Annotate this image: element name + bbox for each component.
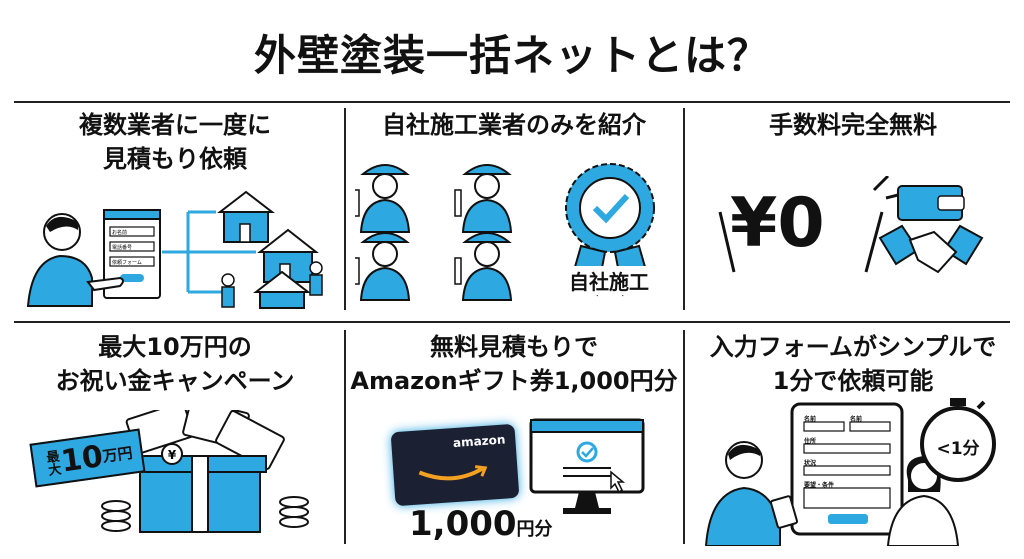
feature-amazon-gift: 無料見積もりで Amazonギフト券1,000円分 amazon 1,000円分 <box>349 324 679 549</box>
row-divider-top <box>14 101 1010 103</box>
feature-own-construction: 自社施工業者のみを紹介 <box>349 104 679 319</box>
form-label: 住所 <box>804 438 817 445</box>
feature-title-line: 入力フォームがシンプルで <box>709 333 997 361</box>
form-label: 名前 <box>804 416 817 423</box>
column-divider-top-left <box>344 108 346 310</box>
cursor-icon <box>610 470 626 494</box>
yen-coin-icon: ¥ <box>161 443 183 465</box>
feature-bulk-quote: 複数業者に一度に 見積もり依頼 お名前 電話番号 依頼フォーム <box>10 104 340 319</box>
feature-title: 複数業者に一度に 見積もり依頼 <box>10 108 340 176</box>
tag-unit: 万円 <box>101 443 134 466</box>
person-icon <box>26 213 93 307</box>
feature-title: 入力フォームがシンプルで 1分で依頼可能 <box>688 330 1018 398</box>
feature-title: 無料見積もりで Amazonギフト券1,000円分 <box>349 330 679 398</box>
feature-title-line: 最大10万円の <box>98 333 252 361</box>
feature-cashback-campaign: 最大10万円の お祝い金キャンペーン ¥ 最大 10 万円 <box>10 324 340 549</box>
house-icon <box>217 190 275 243</box>
stopwatch-icon <box>920 398 996 482</box>
zero-price-text: ¥0 <box>730 184 825 263</box>
badge-label: 自社施工 <box>559 266 659 295</box>
handshake-icon <box>878 224 984 274</box>
monitor-icon <box>529 418 645 514</box>
feature-title-line: Amazonギフト券1,000円分 <box>350 367 678 395</box>
handshake-wallet-illustration <box>878 185 984 274</box>
feature-title-line: 見積もり依頼 <box>103 145 247 173</box>
feature-title-line: 手数料完全無料 <box>769 111 937 139</box>
banknote-icon <box>125 410 285 470</box>
painter-icon <box>355 164 411 233</box>
gift-money-illustration: ¥ <box>101 410 309 533</box>
house-icon <box>257 228 319 283</box>
gift-amount-number: 1,000 <box>409 504 517 544</box>
feature-title: 手数料完全無料 <box>688 108 1018 142</box>
feature-no-fee: 手数料完全無料 ¥0 <box>688 104 1018 319</box>
timer-label: <1分 <box>936 439 980 459</box>
emphasis-marks <box>718 176 903 273</box>
check-icon <box>592 193 630 224</box>
man-icon <box>704 441 798 546</box>
gift-card: amazon <box>390 423 520 507</box>
simple-form-illustration <box>704 398 996 546</box>
gift-card-brand: amazon <box>452 432 506 451</box>
form-label: 状況 <box>804 460 817 467</box>
gift-box-icon <box>133 455 267 533</box>
feature-title-line: 無料見積もりで <box>430 333 598 361</box>
column-divider-top-right <box>683 108 685 310</box>
worker-icon <box>309 261 323 296</box>
form-label: 依頼フォーム <box>112 259 142 266</box>
tablet-icon <box>790 402 904 536</box>
page-title: 外壁塗装一括ネットとは？ <box>253 31 770 80</box>
form-label: 名前 <box>850 416 863 423</box>
coin-stack-icon <box>101 496 309 532</box>
tag-amount: 10 <box>58 438 106 480</box>
form-label: 電話番号 <box>112 244 132 251</box>
painter-icon <box>454 164 513 233</box>
gift-amount: 1,000円分 <box>409 504 553 544</box>
feature-title-line: 複数業者に一度に <box>79 111 271 139</box>
feature-title: 最大10万円の お祝い金キャンペーン <box>10 330 340 398</box>
bulk-quote-illustration: お名前 電話番号 依頼フォーム <box>26 190 323 309</box>
feature-title-line: 1分で依頼可能 <box>772 367 934 395</box>
smile-arrow-icon <box>418 465 488 481</box>
feature-simple-form: 入力フォームがシンプルで 1分で依頼可能 <box>688 324 1018 549</box>
wallet-icon <box>897 185 965 221</box>
worker-icon <box>221 273 235 308</box>
painter-icon <box>454 232 513 301</box>
feature-title-line: お祝い金キャンペーン <box>55 367 295 395</box>
hand-icon <box>86 276 124 292</box>
form-label: 要望・条件 <box>804 482 835 489</box>
form-window: お名前 電話番号 依頼フォーム <box>103 209 161 299</box>
painter-icon <box>355 232 411 301</box>
column-divider-bottom-left <box>344 330 346 544</box>
form-label: お名前 <box>112 229 127 236</box>
row-divider-middle <box>14 321 1010 323</box>
feature-title-line: 自社施工業者のみを紹介 <box>382 111 646 139</box>
feature-title: 自社施工業者のみを紹介 <box>349 108 679 142</box>
gift-amount-unit: 円分 <box>516 519 553 540</box>
svg-text:¥: ¥ <box>168 448 177 462</box>
house-icon <box>253 270 311 309</box>
column-divider-bottom-right <box>683 330 685 544</box>
connector-lines <box>162 210 256 294</box>
